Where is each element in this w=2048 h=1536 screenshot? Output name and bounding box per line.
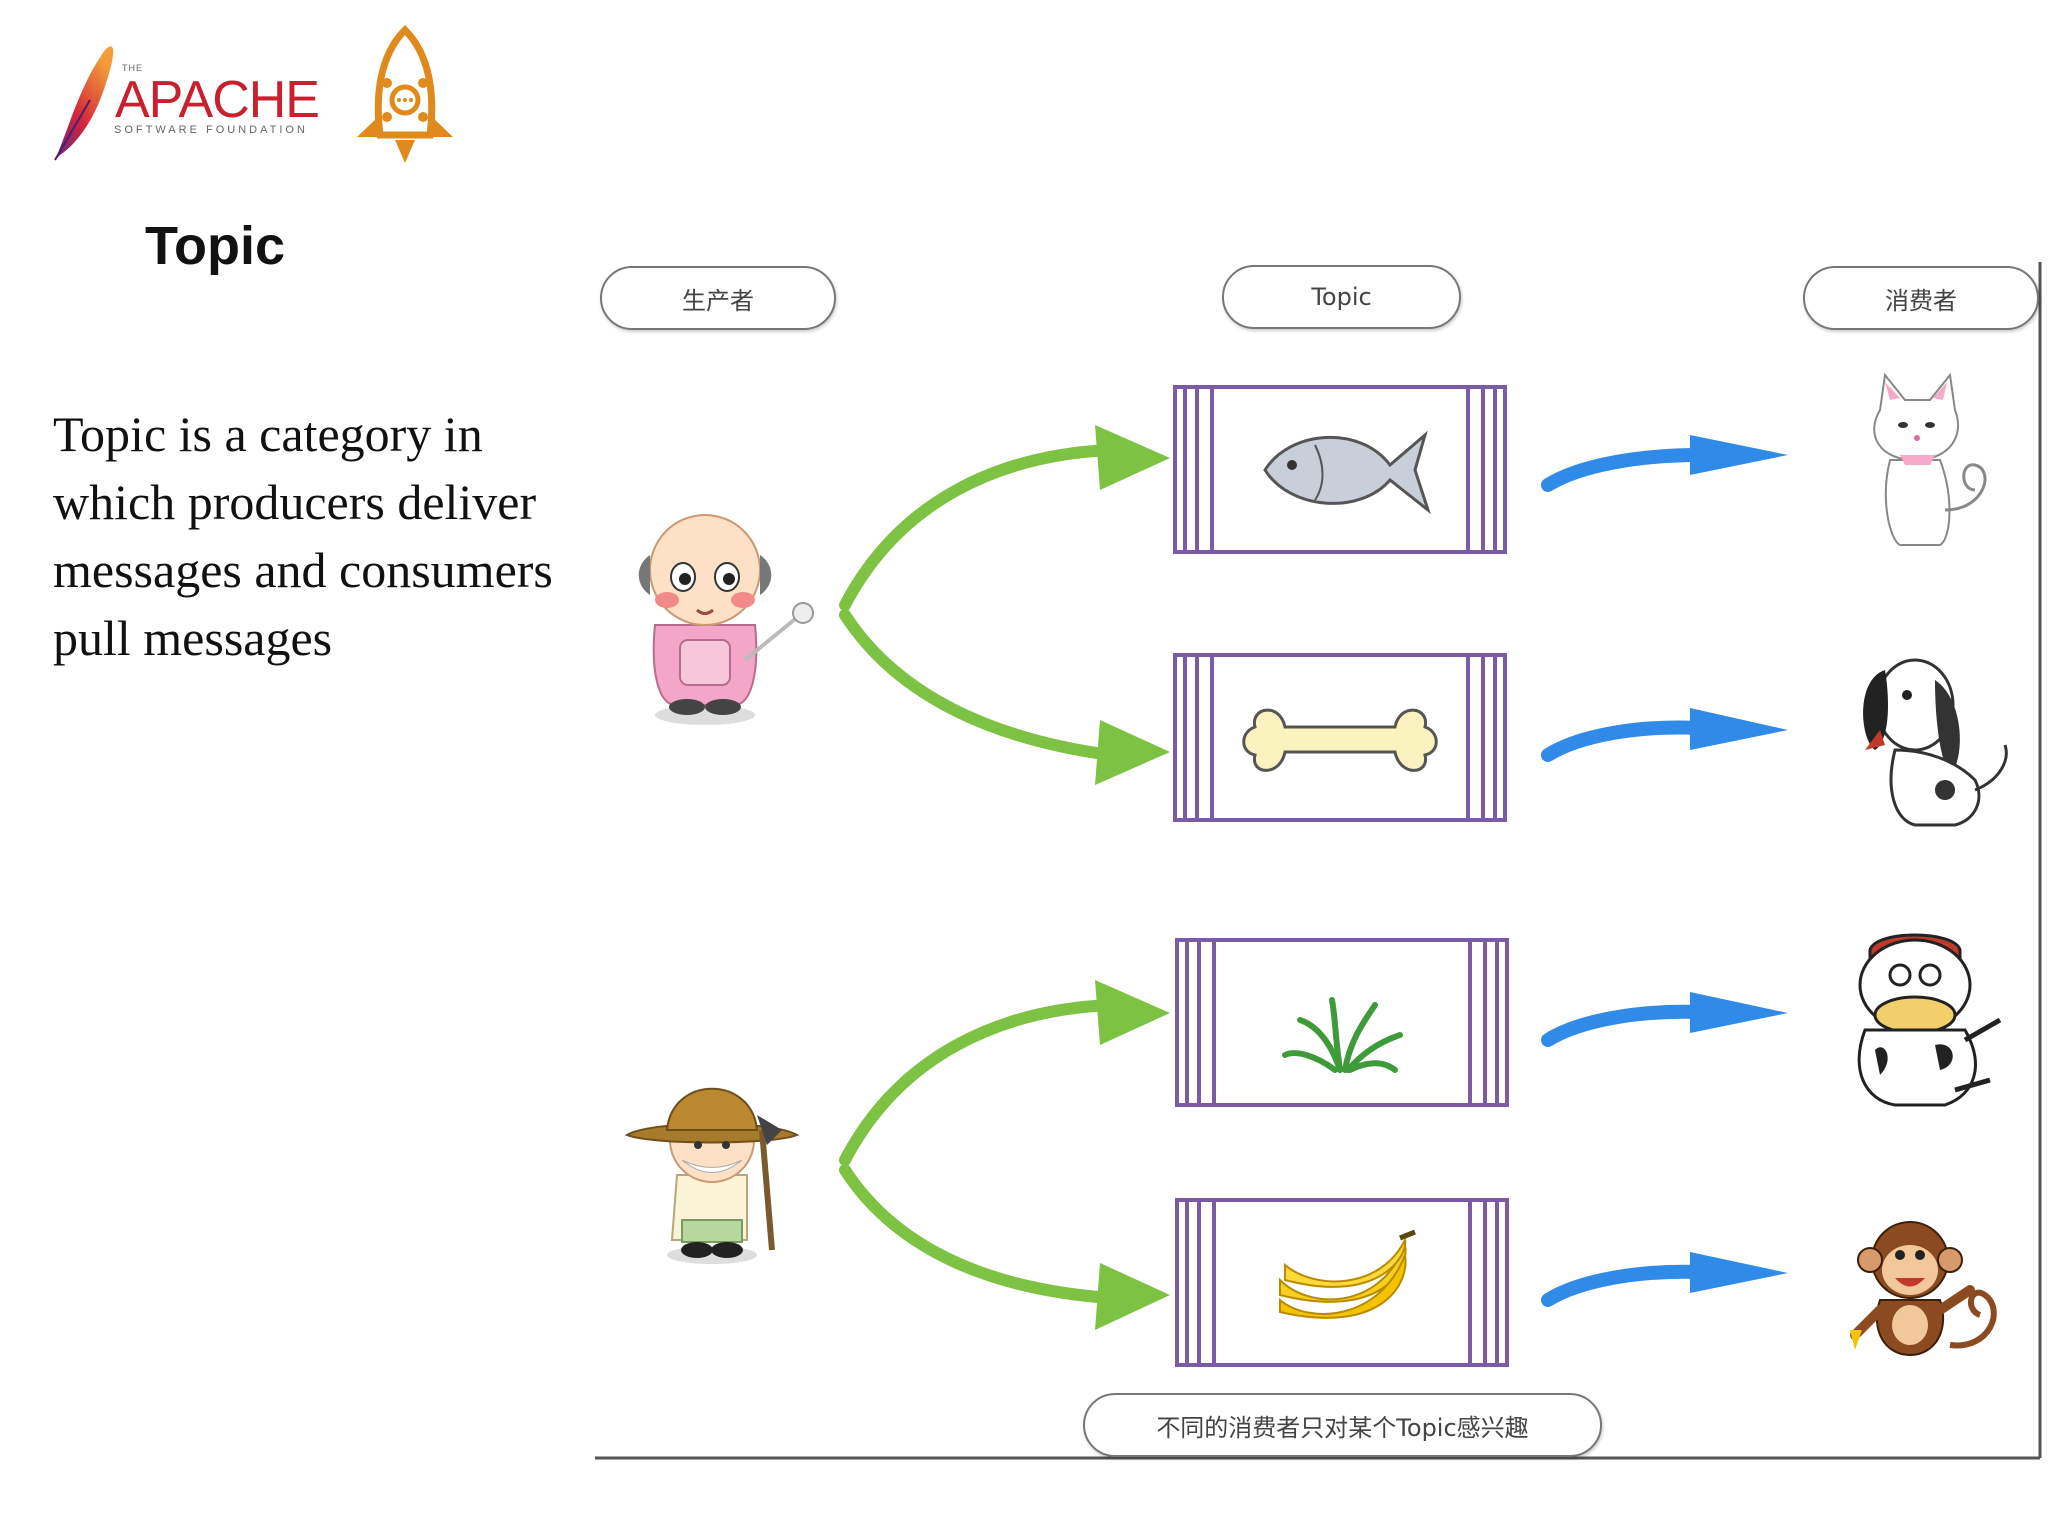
rocketmq-rocket-icon bbox=[357, 25, 453, 163]
topic-box-grass bbox=[1175, 938, 1509, 1107]
cat-icon bbox=[1873, 372, 1987, 546]
green-arrow-to-fish bbox=[839, 444, 1116, 611]
apache-subtitle-text: SOFTWARE FOUNDATION bbox=[114, 124, 308, 136]
topic-column-label: Topic bbox=[1222, 265, 1461, 329]
apache-the-text: THE bbox=[122, 63, 143, 73]
grass-icon bbox=[1282, 997, 1403, 1073]
diagram-footer-label: 不同的消费者只对某个Topic感兴趣 bbox=[1083, 1393, 1602, 1457]
consumer-arrows bbox=[1541, 435, 1788, 1307]
dog-icon bbox=[1863, 658, 2008, 827]
green-arrow-to-grass bbox=[839, 999, 1116, 1166]
slide-title: Topic bbox=[145, 216, 285, 276]
farmer-with-hat-icon bbox=[624, 1087, 800, 1264]
apache-feather-icon bbox=[54, 46, 114, 161]
blue-arrow-to-dog bbox=[1541, 720, 1707, 762]
consumers-column-label: 消费者 bbox=[1803, 266, 2039, 330]
green-arrow-to-bone bbox=[839, 609, 1116, 761]
banana-icon bbox=[1279, 1229, 1416, 1319]
cow-icon bbox=[1857, 933, 2002, 1107]
green-arrow-to-banana bbox=[839, 1164, 1116, 1304]
slide-body-text: Topic is a category in which producers d… bbox=[53, 406, 553, 666]
bald-grandpa-icon bbox=[638, 514, 814, 725]
producers-column-label: 生产者 bbox=[600, 266, 836, 330]
apache-name-text: APACHE bbox=[115, 71, 320, 129]
monkey-icon bbox=[1850, 1221, 1997, 1357]
apache-logo bbox=[50, 25, 470, 165]
blue-arrow-to-cow bbox=[1541, 1004, 1707, 1047]
bone-icon bbox=[1242, 708, 1438, 772]
blue-arrow-to-monkey bbox=[1541, 1264, 1707, 1307]
fish-icon bbox=[1263, 430, 1431, 515]
blue-arrow-to-cat bbox=[1541, 448, 1707, 492]
producer-arrows bbox=[839, 425, 1170, 1330]
